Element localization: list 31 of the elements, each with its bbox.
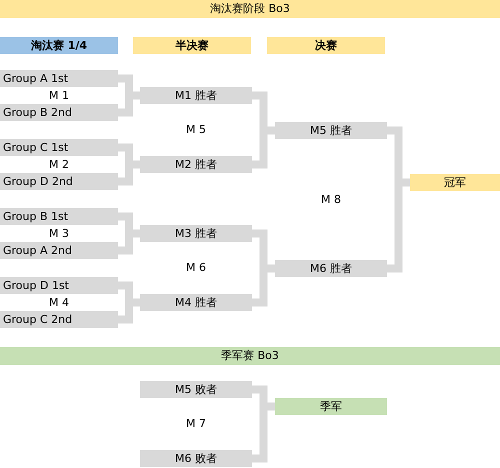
third-place-slot: 季军: [275, 398, 387, 415]
loser-slot: M5 败者: [140, 381, 252, 398]
section-band: 季军赛 Bo3: [0, 347, 500, 365]
winner-slot: M6 胜者: [275, 260, 387, 277]
team-slot: Group A 1st: [0, 70, 118, 87]
section-band: 淘汰赛阶段 Bo3: [0, 0, 500, 18]
match-label: M 6: [186, 261, 206, 275]
column-header: 淘汰赛 1/4: [0, 37, 118, 54]
team-slot: Group B 1st: [0, 208, 118, 225]
team-slot: Group C 1st: [0, 139, 118, 156]
winner-slot: M2 胜者: [140, 156, 252, 173]
match-label: M 5: [186, 123, 206, 137]
match-label: M 1: [49, 88, 69, 102]
match-label: M 4: [49, 296, 69, 310]
team-slot: Group A 2nd: [0, 242, 118, 259]
team-slot: Group B 2nd: [0, 104, 118, 121]
champion-slot: 冠军: [410, 174, 500, 191]
match-label: M 8: [321, 193, 341, 207]
loser-slot: M6 败者: [140, 450, 252, 467]
team-slot: Group C 2nd: [0, 311, 118, 328]
winner-slot: M5 胜者: [275, 122, 387, 139]
match-label: M 2: [49, 158, 69, 172]
column-header: 半决赛: [133, 37, 251, 54]
winner-slot: M3 胜者: [140, 225, 252, 242]
winner-slot: M4 胜者: [140, 294, 252, 311]
column-header: 决赛: [267, 37, 385, 54]
match-label: M 7: [186, 417, 206, 431]
team-slot: Group D 2nd: [0, 173, 118, 190]
team-slot: Group D 1st: [0, 277, 118, 294]
match-label: M 3: [49, 226, 69, 240]
winner-slot: M1 胜者: [140, 87, 252, 104]
